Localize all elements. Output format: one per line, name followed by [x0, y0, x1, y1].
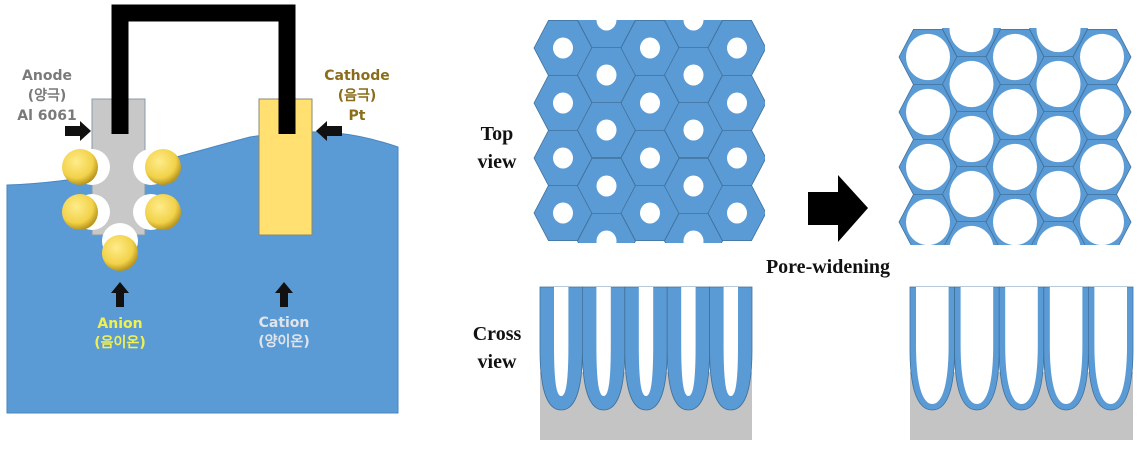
- pore: [640, 202, 660, 224]
- anode-material: Al 6061: [17, 108, 76, 124]
- anion-particle: [145, 149, 181, 185]
- pore: [727, 202, 747, 224]
- anion-label: Anion: [97, 316, 142, 332]
- cation-up-arrow: [275, 282, 293, 307]
- pore: [1080, 143, 1124, 191]
- anode-label: Anode: [22, 68, 72, 84]
- pore: [1036, 225, 1081, 245]
- pore: [949, 115, 994, 163]
- pore: [683, 175, 704, 197]
- pore-channel: [1094, 287, 1127, 404]
- pore-channel: [681, 287, 696, 396]
- cation-label-korean: (양이온): [258, 333, 309, 350]
- pore: [596, 64, 617, 86]
- pore: [1036, 28, 1081, 53]
- pore-channel: [916, 287, 949, 404]
- anion-particle: [102, 235, 138, 271]
- anion-label-korean: (음이온): [94, 334, 145, 351]
- pore-channel: [723, 287, 738, 396]
- pore-channel: [554, 287, 569, 396]
- cathode-label: Cathode: [324, 68, 390, 84]
- pore: [727, 37, 747, 59]
- anion-particle: [145, 194, 181, 230]
- top-view-before: [533, 20, 765, 243]
- pore-channel: [1005, 287, 1038, 404]
- cathode-label-korean: (음극): [338, 88, 377, 104]
- connecting-wire: [111, 4, 296, 134]
- pore: [993, 88, 1037, 136]
- process-arrow: [808, 175, 868, 242]
- electrolytic-cell: Anode (양극) Al 6061 Cathode (음극) Pt Anion…: [6, 4, 399, 414]
- pore: [683, 20, 704, 31]
- pore: [993, 143, 1037, 191]
- pore: [683, 230, 704, 243]
- cross-view-before: [539, 286, 753, 440]
- pore: [906, 33, 950, 81]
- cross-view-label: Cross: [473, 323, 522, 345]
- pore: [949, 60, 994, 108]
- pore: [596, 119, 617, 141]
- pore: [683, 119, 704, 141]
- cathode-pointer-arrow: [316, 121, 342, 141]
- anode-pointer-arrow: [65, 121, 91, 141]
- cation-label: Cation: [259, 315, 310, 331]
- cross-view-after: [909, 286, 1134, 440]
- anode-label-korean: (양극): [28, 88, 67, 104]
- anion-group: [62, 149, 181, 271]
- pore: [993, 198, 1037, 245]
- pore: [553, 37, 573, 59]
- pore: [1080, 88, 1124, 136]
- cathode-material: Pt: [349, 108, 366, 124]
- pore: [949, 28, 994, 53]
- pore: [906, 143, 950, 191]
- pore: [640, 147, 660, 169]
- pore-channel: [638, 287, 654, 396]
- anion-particle: [62, 149, 98, 185]
- pore: [949, 225, 994, 245]
- pore: [640, 92, 660, 114]
- pore: [906, 88, 950, 136]
- pore: [640, 37, 660, 59]
- pore: [1080, 198, 1124, 245]
- pore: [683, 64, 704, 86]
- pore: [1036, 60, 1081, 108]
- top-view-label: Top: [481, 123, 514, 145]
- pore: [596, 20, 617, 31]
- pore: [949, 170, 994, 218]
- pore-channel: [960, 287, 994, 404]
- pore-channel: [1049, 287, 1083, 404]
- pore: [993, 33, 1037, 81]
- pore: [596, 175, 617, 197]
- pore-widening-label: Pore-widening: [766, 256, 890, 278]
- pore: [727, 92, 747, 114]
- pore: [553, 147, 573, 169]
- pore-channel: [596, 287, 611, 396]
- pore: [1036, 115, 1081, 163]
- pore: [553, 92, 573, 114]
- pore: [596, 230, 617, 243]
- pore: [906, 198, 950, 245]
- pore: [1036, 170, 1081, 218]
- anion-up-arrow: [111, 282, 129, 307]
- cross-view-label-2: view: [478, 351, 517, 373]
- pore: [553, 202, 573, 224]
- pore: [727, 147, 747, 169]
- pore: [1080, 33, 1124, 81]
- anion-particle: [62, 194, 98, 230]
- top-view-label-2: view: [478, 151, 517, 173]
- top-view-after: [898, 28, 1132, 245]
